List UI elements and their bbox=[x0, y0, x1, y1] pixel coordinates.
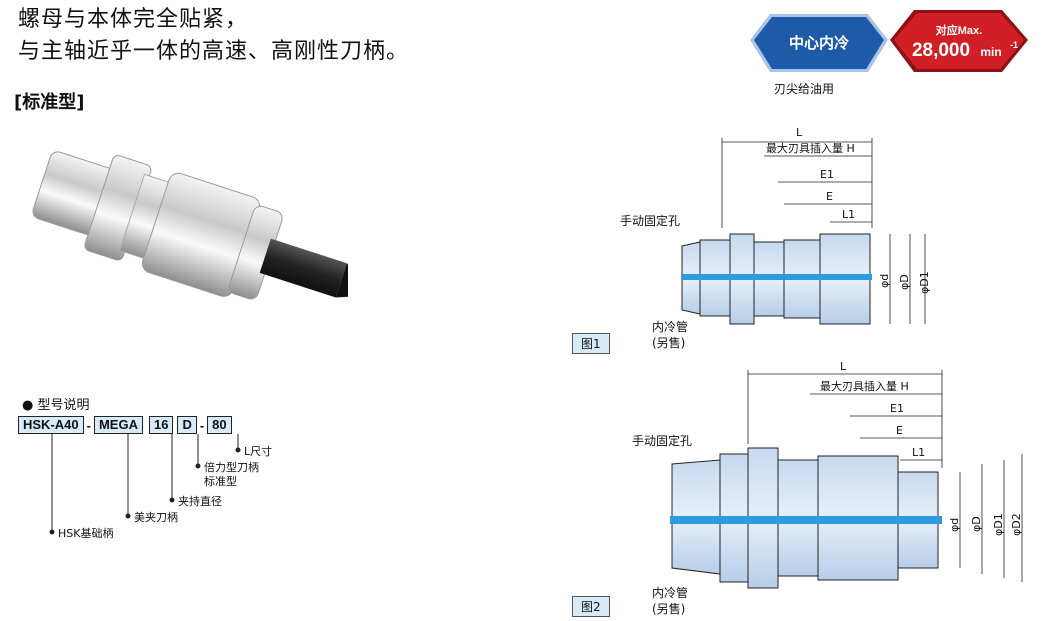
figure2-drawing: L 最大刃具插入量 H E1 E L1 φd φD φD1 φD2 bbox=[670, 360, 1023, 589]
section-title: [标准型] bbox=[14, 92, 85, 113]
fig1-fix-hole: 手动固定孔 bbox=[620, 214, 681, 228]
coolant-badge-shape bbox=[754, 17, 884, 69]
fig1-dim-H: 最大刃具插入量 H bbox=[766, 141, 855, 155]
fig2-dim-D2: φD2 bbox=[1010, 513, 1023, 536]
product-photo bbox=[32, 151, 348, 300]
legend-mega-holder: 美夹刀柄 bbox=[134, 511, 178, 524]
fig2-dim-L1: L1 bbox=[912, 446, 925, 459]
code-dash: - bbox=[199, 417, 205, 433]
speed-badge-top: 对应Max. bbox=[936, 23, 982, 37]
figure1-drawing: L 最大刃具插入量 H E1 E L1 φd φD φD1 bbox=[681, 126, 931, 325]
speed-badge-shape bbox=[894, 13, 1024, 69]
badges: 中心内冷 对应Max. 28,000 min -1 bbox=[750, 10, 1028, 72]
fig2-dim-d: φd bbox=[948, 518, 961, 532]
fig1-dim-d: φd bbox=[878, 274, 891, 288]
fig2-dim-E: E bbox=[896, 424, 903, 437]
code-clamp: 16 bbox=[148, 416, 174, 434]
code-type: D bbox=[177, 416, 197, 434]
speed-badge-value: 28,000 bbox=[912, 40, 970, 61]
legend-clamp-dia: 夹持直径 bbox=[178, 495, 222, 508]
legend-leaders bbox=[49, 434, 241, 535]
code-hsk: HSK-A40 bbox=[18, 416, 84, 434]
fig2-sold-separately: (另售) bbox=[652, 602, 686, 616]
fig1-dim-E1: E1 bbox=[820, 168, 834, 181]
code-dash: - bbox=[86, 417, 91, 433]
fig1-dim-D: φD bbox=[898, 274, 911, 290]
fig1-dim-L: L bbox=[796, 126, 803, 139]
fig1-dim-L1: L1 bbox=[842, 208, 855, 221]
fig2-dim-L: L bbox=[840, 360, 847, 373]
coolant-badge-text: 中心内冷 bbox=[789, 34, 849, 52]
model-code-row: HSK-A40 - MEGA 16 D - 80 bbox=[18, 416, 232, 434]
code-length: 80 bbox=[207, 416, 232, 434]
fig2-dim-E1: E1 bbox=[890, 402, 904, 415]
fig2-fix-hole: 手动固定孔 bbox=[632, 434, 693, 448]
speed-badge-exp: -1 bbox=[1010, 40, 1018, 50]
fig1-dim-E: E bbox=[826, 190, 833, 203]
legend-l-size: L尺寸 bbox=[244, 445, 273, 458]
headline-line1: 螺母与本体完全贴紧， bbox=[18, 7, 249, 32]
legend-standard: 标准型 bbox=[204, 475, 237, 488]
fig1-inner-pipe: 内冷管 bbox=[652, 320, 689, 334]
coolant-sublabel: 刃尖给油用 bbox=[774, 82, 835, 96]
legend-double-force: 倍力型刀柄 bbox=[204, 461, 259, 474]
code-mega: MEGA bbox=[93, 416, 143, 434]
headline: 螺母与本体完全贴紧， 与主轴近乎一体的高速、高刚性刀柄。 bbox=[18, 4, 409, 68]
figure1-label: 图1 bbox=[572, 333, 610, 354]
fig2-inner-pipe: 内冷管 bbox=[652, 586, 689, 600]
legend-hsk-base: HSK基础柄 bbox=[58, 527, 114, 540]
headline-line2: 与主轴近乎一体的高速、高刚性刀柄。 bbox=[18, 39, 410, 64]
figure2-label: 图2 bbox=[572, 596, 610, 617]
fig2-dim-H: 最大刃具插入量 H bbox=[820, 379, 909, 393]
speed-badge-unit: min bbox=[980, 45, 1001, 59]
fig1-dim-D1: φD1 bbox=[918, 271, 931, 294]
fig2-dim-D1: φD1 bbox=[992, 513, 1005, 536]
model-legend-title: ● 型号说明 bbox=[22, 398, 90, 413]
fig1-sold-separately: (另售) bbox=[652, 336, 686, 350]
fig2-dim-D: φD bbox=[970, 516, 983, 532]
